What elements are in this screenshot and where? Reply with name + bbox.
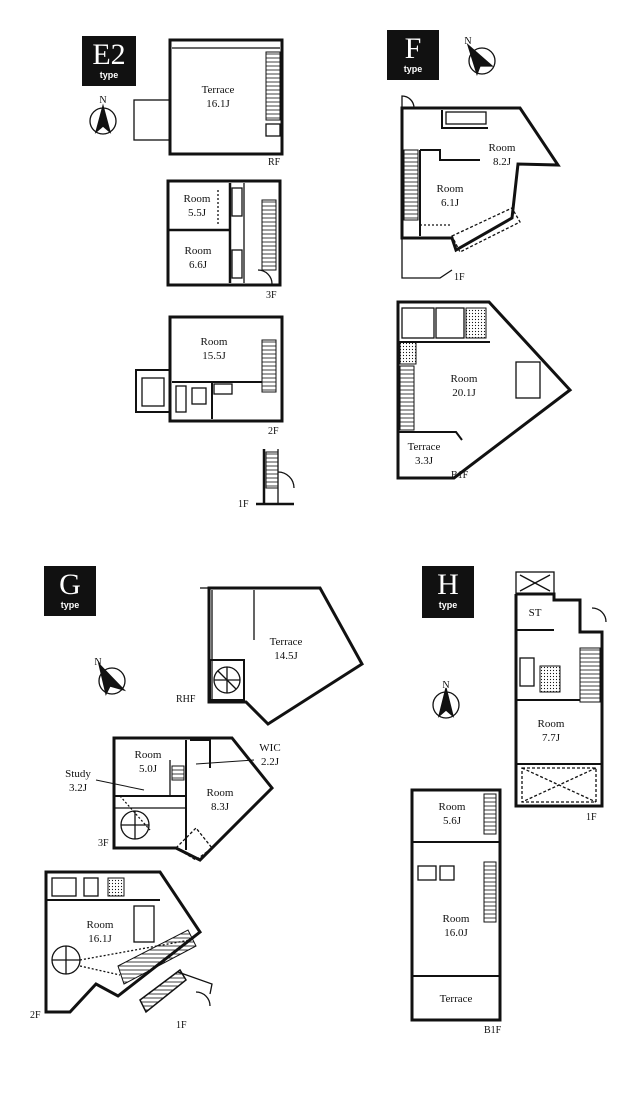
- room-name: Room: [207, 787, 234, 799]
- room-area: 2.2J: [261, 756, 280, 768]
- floor-label: B1F: [484, 1025, 502, 1036]
- floor-label: 1F: [454, 272, 465, 283]
- room-name: Room: [87, 919, 114, 931]
- room-area: 3.3J: [415, 455, 434, 467]
- floor-label: B1F: [451, 470, 469, 481]
- floor-label: RHF: [176, 694, 196, 705]
- floor-label: 1F: [586, 812, 597, 823]
- floor-label: 1F: [238, 499, 249, 510]
- type-letter: H: [437, 568, 459, 601]
- compass-icon: [466, 42, 496, 77]
- type-badge-h: H type: [422, 566, 474, 618]
- room-area: 8.2J: [493, 156, 512, 168]
- room-name: Room: [439, 801, 466, 813]
- room-name: Terrace: [408, 441, 441, 453]
- room-area: 5.6J: [443, 815, 462, 827]
- room-name: Room: [489, 142, 516, 154]
- room-name: ST: [529, 607, 542, 619]
- type-badge-e2: E2 type: [82, 36, 136, 86]
- room-name: Room: [185, 245, 212, 257]
- type-sub: type: [403, 64, 423, 74]
- e2-2f-plan: [135, 315, 284, 423]
- room-area: 5.5J: [188, 207, 207, 219]
- compass-icon: [89, 103, 117, 135]
- room-area: 8.3J: [211, 801, 230, 813]
- floor-label: 3F: [98, 838, 109, 849]
- room-area: 6.6J: [189, 259, 208, 271]
- type-sub: type: [438, 600, 458, 610]
- type-letter: F: [404, 32, 422, 65]
- room-area: 16.1J: [88, 933, 112, 945]
- type-badge-g: G type: [44, 566, 96, 616]
- g-2f-plan: [44, 870, 203, 1014]
- room-name: Room: [437, 183, 464, 195]
- compass-label: N: [464, 36, 471, 47]
- room-name: Terrace: [270, 636, 303, 648]
- room-area: 16.0J: [444, 927, 468, 939]
- compass-label: N: [442, 680, 449, 691]
- room-name: Room: [201, 336, 228, 348]
- g-1f-plan: [139, 968, 213, 1014]
- floor-label: 1F: [176, 1020, 187, 1031]
- f-1f-plan: [400, 95, 561, 279]
- compass-label: N: [94, 657, 101, 668]
- e2-1f-plan: [256, 449, 295, 506]
- floor-label: 2F: [268, 426, 279, 437]
- type-badge-f: F type: [387, 30, 439, 80]
- room-name: Room: [135, 749, 162, 761]
- room-name: Room: [538, 718, 565, 730]
- room-name: Study: [65, 768, 91, 780]
- type-letter: E2: [92, 38, 126, 71]
- g-3f-plan: [112, 736, 275, 862]
- room-name: Room: [184, 193, 211, 205]
- compass-icon: [432, 687, 460, 719]
- floor-label: RF: [268, 157, 281, 168]
- compass-label: N: [99, 95, 106, 106]
- room-area: 15.5J: [202, 350, 226, 362]
- room-area: 3.2J: [69, 782, 88, 794]
- room-area: 20.1J: [452, 387, 476, 399]
- g-rhf-plan: [200, 586, 364, 726]
- room-name: Terrace: [440, 993, 473, 1005]
- room-area: 6.1J: [441, 197, 460, 209]
- type-sub: type: [99, 70, 119, 80]
- room-name: Room: [443, 913, 470, 925]
- e2-3f-plan: [166, 179, 282, 287]
- compass-icon: [97, 661, 127, 696]
- room-name: Room: [451, 373, 478, 385]
- h-1f-plan: [514, 571, 607, 808]
- e2-rf-plan: [133, 38, 284, 156]
- room-area: 14.5J: [274, 650, 298, 662]
- room-name: Terrace: [202, 84, 235, 96]
- type-sub: type: [60, 600, 80, 610]
- room-area: 16.1J: [206, 98, 230, 110]
- room-area: 5.0J: [139, 763, 158, 775]
- room-area: 7.7J: [542, 732, 561, 744]
- floor-label: 2F: [30, 1010, 41, 1021]
- h-b1f-plan: [410, 788, 502, 1022]
- f-b1f-plan: [396, 300, 573, 480]
- floor-label: 3F: [266, 290, 277, 301]
- type-letter: G: [59, 568, 81, 601]
- room-name: WIC: [259, 742, 280, 754]
